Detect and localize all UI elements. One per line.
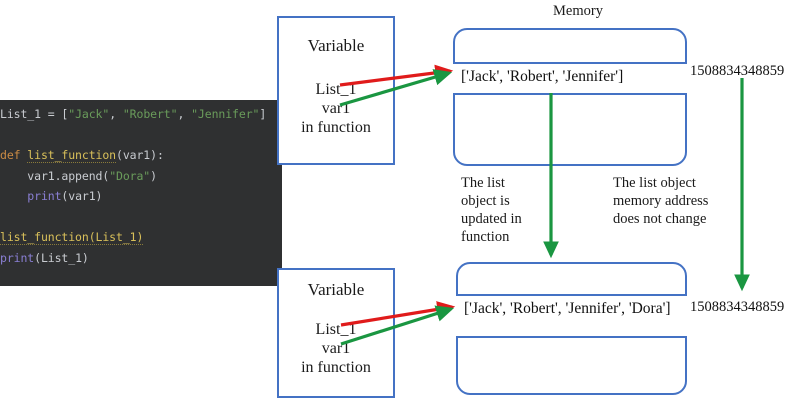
variable-box-top: Variable List_1 var1 in function <box>277 16 395 165</box>
code-editor-panel: List_1 = ["Jack", "Robert", "Jennifer"] … <box>0 100 282 286</box>
code-line: print(var1) <box>27 189 103 203</box>
code-line-blank <box>0 125 282 146</box>
memory-label: Memory <box>553 3 603 19</box>
code-line: def list_function(var1): <box>0 148 164 163</box>
variable-box-top-title: Variable <box>307 36 365 55</box>
variable-name-var1-bottom: var1 <box>321 340 351 357</box>
code-content: List_1 = ["Jack", "Robert", "Jennifer"] … <box>0 104 282 268</box>
variable-box-bottom: Variable List_1 var1 in function <box>277 268 395 398</box>
note-address-unchanged: The list object memory address does not … <box>613 175 709 227</box>
code-line: var1.append("Dora") <box>0 168 157 183</box>
variable-box-bottom-title: Variable <box>307 280 365 299</box>
variable-name-list1-bottom: List_1 <box>315 321 357 338</box>
memory-value-bottom: ['Jack', 'Robert', 'Jennifer', 'Dora'] <box>464 300 671 317</box>
note-list-updated: The list object is updated in function <box>461 175 522 245</box>
memory-value-band-bottom: ['Jack', 'Robert', 'Jennifer', 'Dora'] <box>456 294 687 338</box>
code-line: list_function(List_1) <box>0 230 144 245</box>
code-line: List_1 = ["Jack", "Robert", "Jennifer"] <box>0 107 267 121</box>
variable-name-var1-top: var1 <box>321 100 351 117</box>
memory-box-top: ['Jack', 'Robert', 'Jennifer'] <box>453 28 687 166</box>
memory-box-bottom: ['Jack', 'Robert', 'Jennifer', 'Dora'] <box>456 262 687 395</box>
variable-scope-note-bottom: in function <box>301 359 371 376</box>
variable-name-list1-top: List_1 <box>315 81 357 98</box>
memory-address-top: 1508834348859 <box>690 63 785 79</box>
code-line-blank <box>0 207 282 228</box>
memory-value-band-top: ['Jack', 'Robert', 'Jennifer'] <box>453 62 687 95</box>
memory-address-bottom: 1508834348859 <box>690 299 785 315</box>
variable-scope-note-top: in function <box>301 119 371 136</box>
memory-value-top: ['Jack', 'Robert', 'Jennifer'] <box>461 68 624 85</box>
code-line: print(List_1) <box>0 250 89 265</box>
